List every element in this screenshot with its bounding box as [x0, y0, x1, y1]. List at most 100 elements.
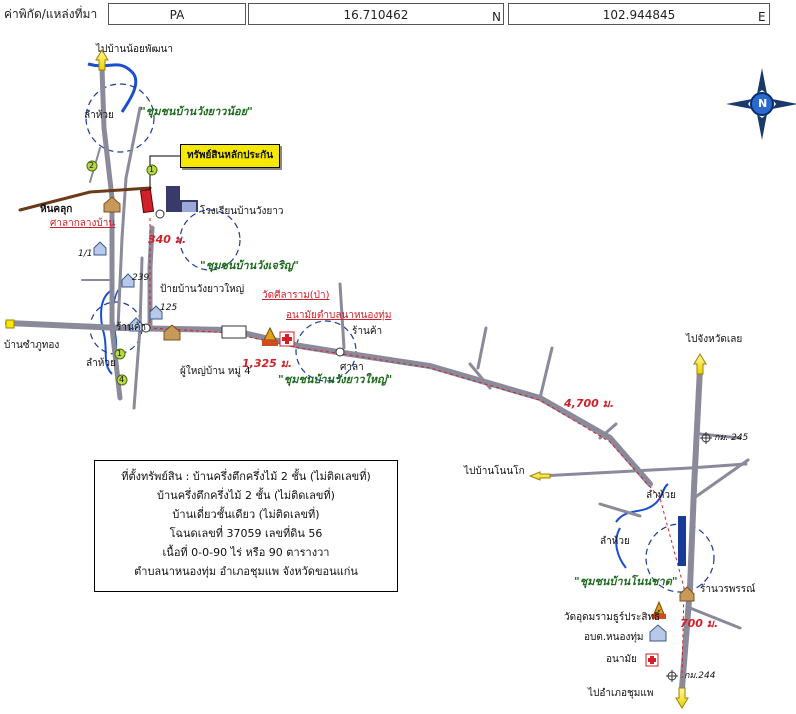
label-ban-sam-phu-thong: บ้านซำภูทอง	[4, 340, 60, 351]
route-marker-label-2: 2	[89, 161, 95, 170]
label-shop-1: ร้านค้า	[116, 322, 147, 333]
label-sao-nong-thum: อบต.หนองทุ่ม	[584, 632, 644, 643]
road-branch-3	[338, 282, 346, 350]
label-km-244: กม.244	[684, 671, 716, 681]
road-branch-7	[598, 422, 618, 440]
label-to-ban-noi-phatthana: ไปบ้านน้อยพัฒนา	[96, 44, 173, 55]
map-drawing	[5, 49, 796, 709]
house-non-chat	[679, 586, 695, 602]
info-line-3: บ้านเดี่ยวชั้นเดียว (ไม่ติดเลขที่)	[172, 508, 320, 521]
label-community-wang-yao-noi: "ชุมชนบ้านวังยาวน้อย"	[140, 105, 253, 118]
longitude-dir: E	[758, 10, 766, 24]
label-sign-wang-yao-yai: ป้ายบ้านวังยาวใหญ่	[160, 284, 245, 295]
marker-shop-1	[141, 323, 151, 333]
label-125: 125	[160, 303, 178, 313]
route-marker-4	[116, 374, 128, 386]
info-line-6: ตำบลนาหนองทุ่ม อำเภอชุมแพ จังหวัดขอนแก่น	[134, 565, 358, 578]
health-2-icon	[645, 653, 659, 667]
collateral-callout: ทรัพย์สินหลักประกัน	[180, 144, 280, 168]
road-branch-6	[538, 346, 554, 400]
distance-700: 700 ม.	[680, 617, 719, 630]
distance-4700: 4,700 ม.	[564, 397, 615, 410]
route-marker-1a	[146, 164, 158, 176]
community-circle-4	[295, 320, 357, 382]
callout-leader	[149, 155, 180, 190]
marker-school-gate	[155, 209, 165, 219]
label-to-ban-non-ko: ไปบ้านโนนโก	[464, 466, 525, 477]
highway-label-box	[678, 516, 686, 566]
route-marker-label-1a: 1	[149, 165, 155, 174]
label-temple-2: วัดอุดมรามธูร์ประสิทธิ์	[564, 612, 661, 623]
label-1-1: 1/1	[78, 249, 93, 259]
river-west	[100, 289, 113, 375]
label-sala: ศาลา	[340, 362, 364, 373]
marker-sala	[335, 347, 345, 357]
label-lam-huai-3: ลำห้วย	[646, 490, 676, 501]
house-village-head	[163, 324, 181, 341]
label-239: 239	[132, 273, 150, 283]
arrow-chaiyaphum	[693, 353, 707, 375]
house-sala	[103, 196, 121, 213]
info-line-2: บ้านครึ่งตึกครึ่งไม้ 2 ชั้น (ไม่ติดเลขที…	[157, 489, 335, 502]
route-marker-2	[86, 160, 98, 172]
label-sala-klang-ban: ศาลากลางบ้าน	[50, 218, 116, 229]
road-branch-5	[476, 326, 488, 370]
property-info-box: ที่ตั้งทรัพย์สิน : บ้านครึ่งตึกครึ่งไม้ …	[94, 460, 398, 592]
latitude-field: 16.710462	[248, 3, 504, 25]
label-shop-woraphan: ร้านวรพรรณ์	[700, 584, 756, 595]
longitude-field: 102.944845	[508, 3, 770, 25]
label-shop-2: ร้านค้า	[352, 326, 383, 337]
label-community-non-chat: "ชุมชนบ้านโนนชาด"	[574, 575, 678, 588]
health-station-icon	[279, 331, 295, 347]
arrow-chumphae	[675, 687, 689, 709]
label-lam-huai-2: ลำห้วย	[86, 358, 116, 369]
road-nonko	[538, 462, 748, 478]
info-line-1: ที่ตั้งทรัพย์สิน : บ้านครึ่งตึกครึ่งไม้ …	[121, 470, 371, 483]
distance-1325: 1,325 ม.	[242, 357, 293, 370]
river-east-b	[615, 527, 627, 569]
road-east-branch-3	[598, 502, 642, 518]
label-village-head: ผู้ใหญ่บ้าน หมู่ 4	[180, 366, 251, 377]
temple-2-icon	[652, 600, 666, 619]
latitude-dir: N	[492, 10, 501, 24]
compass-north-label: N	[758, 97, 768, 110]
label-temple-1: วัดศีลาราม(ป่า)	[262, 290, 330, 301]
arrow-west-end	[5, 319, 15, 329]
label-health-2: อนามัย	[606, 654, 637, 665]
arrow-nonko	[528, 471, 551, 481]
community-circle-5	[645, 523, 715, 593]
river-east	[615, 483, 669, 523]
route-marker-label-1b: 1	[117, 349, 123, 358]
label-to-chum-phae: ไปอำเภอชุมแพ	[588, 688, 654, 699]
info-line-4: โฉนดเลขที่ 37059 เลขที่ดิน 56	[169, 527, 323, 540]
road-east-main	[679, 365, 703, 691]
label-school: โรงเรียนบ้านวังยาว	[200, 206, 284, 217]
route-marker-label-4: 4	[119, 375, 125, 384]
house-sao	[649, 624, 667, 642]
label-lam-huai-4: ลำห้วย	[600, 536, 630, 547]
label-community-wang-yao-yai: "ชุมชนบ้านวังยาวใหญ่"	[278, 373, 393, 386]
temple-1-icon	[262, 326, 278, 346]
compass-rose	[726, 68, 796, 140]
community-circle-3	[179, 209, 241, 271]
road-east-branch	[692, 458, 750, 500]
coordinate-label: ค่าพิกัด/แหล่งที่มา	[4, 7, 98, 21]
distance-340: 340 ม.	[148, 233, 187, 246]
property-marker	[139, 188, 155, 214]
label-to-chaiyaphum: ไปจังหวัดเลย	[686, 334, 743, 345]
road-east-branch-4	[688, 606, 742, 630]
route-line	[149, 218, 685, 679]
arrow-north	[95, 49, 109, 71]
bus-shelter	[221, 325, 247, 339]
source-field: PA	[108, 3, 246, 25]
label-hin-khlut: หินคลุก	[40, 204, 73, 215]
river-north	[87, 62, 138, 113]
road-east-branch-2	[698, 432, 742, 440]
location-map: N ทรัพย์สินหลักประกัน ไปบ้านน้อยพัฒนา "ช…	[0, 28, 796, 714]
house-239	[121, 273, 135, 288]
label-health-station: อนามัยตำบลนาหนองทุ่ม	[286, 310, 392, 321]
coordinate-bar: ค่าพิกัด/แหล่งที่มา PA 16.710462 N 102.9…	[0, 0, 796, 28]
route-marker-1b	[114, 348, 126, 360]
label-community-wang-charoen: "ชุมชนบ้านวังเจริญ"	[200, 259, 299, 272]
school-icon	[166, 186, 198, 212]
